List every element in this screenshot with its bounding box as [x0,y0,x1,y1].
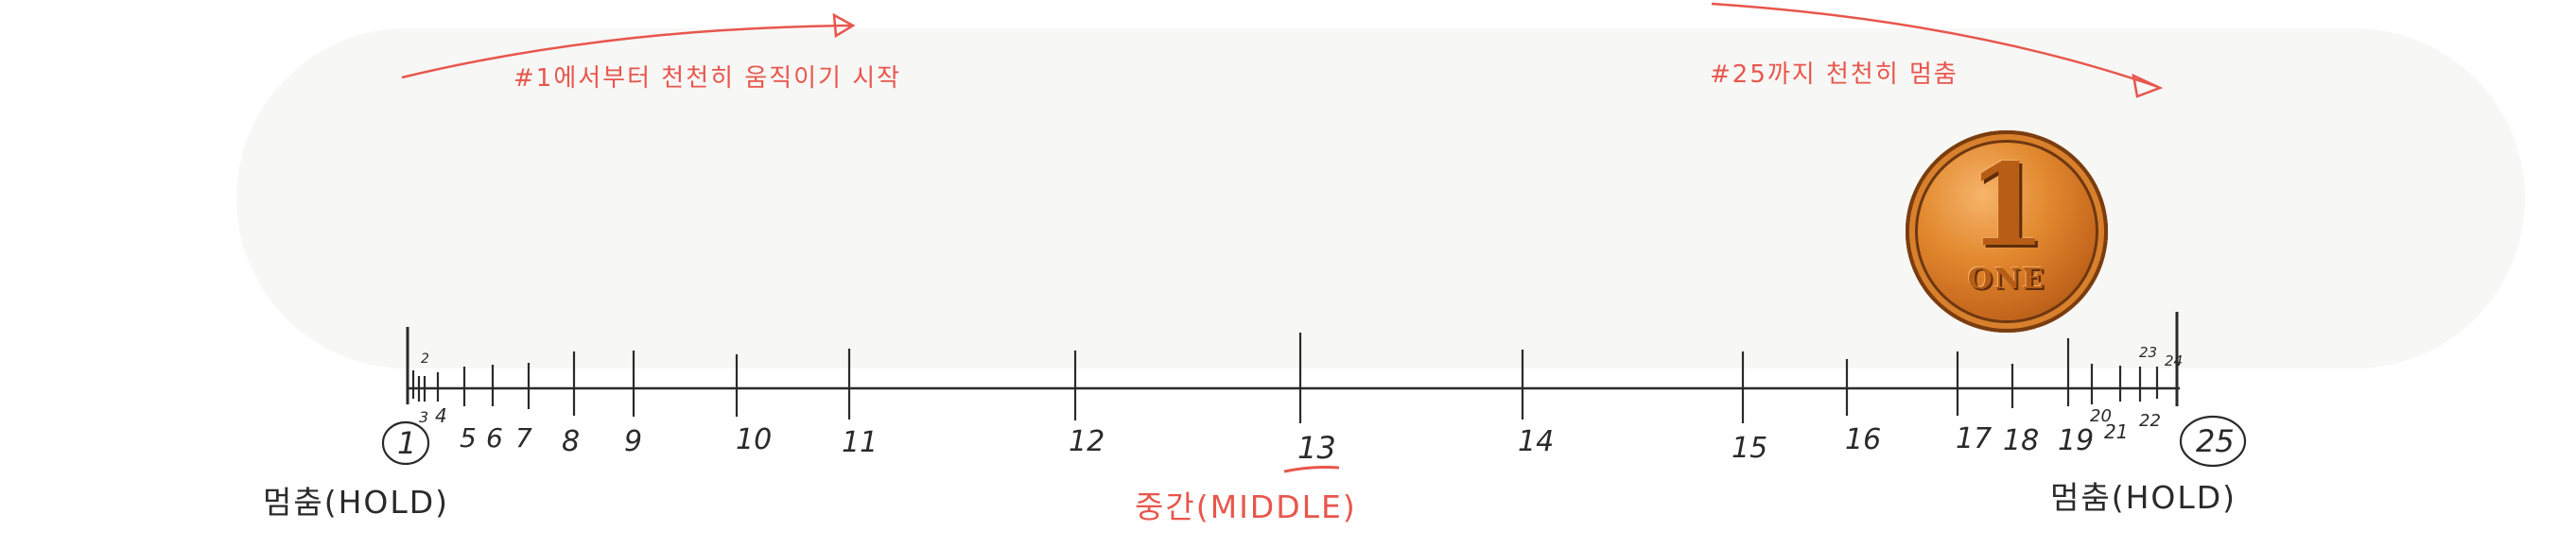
circle-mark-25 [2179,415,2247,468]
tick-label-13: 13 [1297,430,1336,466]
circle-mark-1 [381,420,430,466]
tick-label-5: 5 [460,422,477,454]
start-hold-label: 멈춤(HOLD) [263,484,450,521]
tick-label-2: 2 [421,351,429,367]
tick-label-24: 24 [2165,352,2183,369]
tick-label-20: 20 [2090,406,2112,426]
ease-out-arrow [1711,2,2159,89]
tick-label-15: 15 [1732,432,1767,465]
tick-label-14: 14 [1518,425,1554,458]
tick-label-21: 21 [2104,420,2128,443]
tick-label-12: 12 [1069,425,1105,458]
ease-in-arrow [401,24,852,79]
tick-label-16: 16 [1845,423,1881,456]
end-hold-label: 멈춤(HOLD) [2050,479,2237,516]
tick-label-22: 22 [2139,411,2161,431]
tick-label-7: 7 [515,422,532,454]
coin-icon: 1 ONE [1906,130,2108,333]
ease-in-arrowhead [832,12,856,39]
underline-mark-13 [1283,466,1340,473]
tick-label-3: 3 [419,408,428,426]
tick-label-4: 4 [435,404,447,427]
ease-out-arrowhead [2132,73,2164,98]
tick-layer [406,312,2179,423]
coin-word: ONE [1967,263,2046,296]
tick-label-17: 17 [1956,422,1992,455]
ease-out-note: #25까지 천천히 멈춤 [1710,60,1958,89]
tick-label-8: 8 [562,425,580,458]
tick-label-19: 19 [2058,424,2094,457]
tick-label-9: 9 [624,425,642,458]
middle-label: 중간(MIDDLE) [1135,488,1357,525]
tick-label-10: 10 [736,423,772,456]
tick-label-18: 18 [2003,424,2039,457]
ease-in-note: #1에서부터 천천히 움직이기 시작 [513,64,902,93]
tick-label-6: 6 [486,422,503,454]
tick-label-25: 25 [2196,423,2235,459]
background-blob [236,28,2525,368]
tick-label-11: 11 [842,426,878,459]
coin-numeral: 1 [1967,139,2046,272]
tick-label-1: 1 [397,425,416,461]
tick-label-23: 23 [2139,344,2157,361]
